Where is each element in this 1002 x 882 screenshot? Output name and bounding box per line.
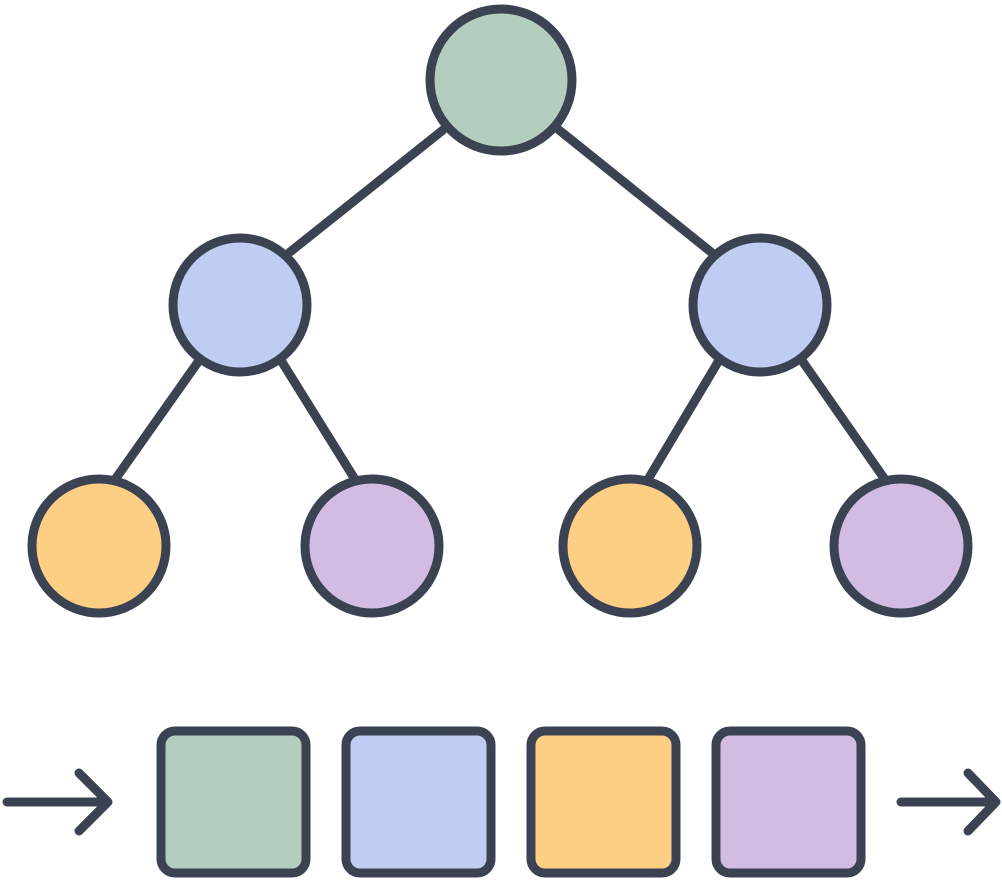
edge-right-leaf4 (798, 357, 891, 486)
edge-root-right (554, 125, 716, 257)
sequence-box-3 (526, 726, 681, 878)
tree-left-child-node (168, 233, 312, 377)
edge-left-leaf1 (109, 357, 203, 486)
tree-root-node (425, 4, 577, 156)
edge-left-leaf2 (277, 357, 361, 486)
tree-leaf-node-2 (300, 474, 444, 618)
sequence-box-2 (341, 726, 496, 878)
right-arrow-icon (896, 768, 1001, 836)
tree-leaf-node-1 (27, 474, 171, 618)
edge-right-leaf3 (642, 357, 723, 486)
sequence-boxes (156, 726, 866, 878)
tree-edges (109, 125, 891, 486)
tree-right-child-node (688, 233, 832, 377)
edge-root-left (285, 125, 448, 257)
tree-nodes (27, 4, 973, 618)
sequence-box-4 (711, 726, 866, 878)
right-arrow-icon (2, 768, 113, 836)
tree-leaf-node-3 (558, 474, 702, 618)
tree-leaf-node-4 (829, 474, 973, 618)
sequence-box-1 (156, 726, 311, 878)
